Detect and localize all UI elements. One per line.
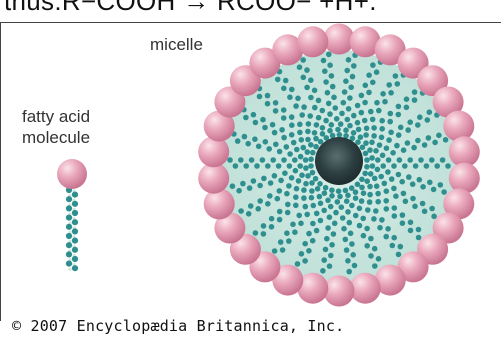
fatty-acid-molecule <box>57 159 87 271</box>
micelle-head <box>297 26 328 57</box>
micelle-head <box>324 24 355 55</box>
fatty-acid-head <box>57 159 87 189</box>
micelle-head <box>204 188 235 219</box>
micelle-core <box>315 137 363 185</box>
copyright-notice: © 2007 Encyclopædia Britannica, Inc. <box>12 317 344 335</box>
micelle-head <box>350 273 381 304</box>
micelle-head <box>449 163 480 194</box>
micelle-head <box>198 163 229 194</box>
micelle <box>198 24 480 307</box>
micelle-head <box>324 276 355 307</box>
micelle-head <box>449 136 480 167</box>
fatty-acid-label: fatty acid <box>22 107 90 127</box>
molecule-label: molecule <box>22 128 90 148</box>
micelle-head <box>198 136 229 167</box>
micelle-label: micelle <box>150 35 203 55</box>
fatty-acid-tail <box>66 187 78 271</box>
micelle-head <box>443 111 474 142</box>
